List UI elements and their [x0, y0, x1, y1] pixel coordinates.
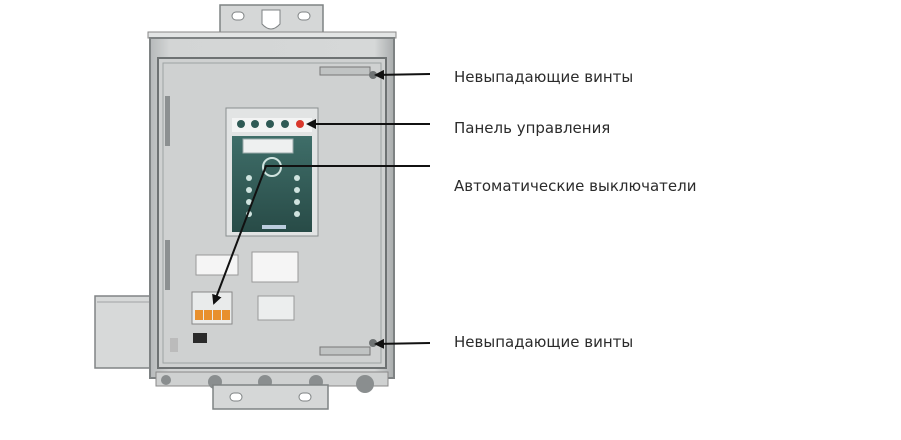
- control-panel: [225, 107, 319, 237]
- arrow-captive-screws-top: [374, 69, 431, 80]
- arrow-captive-screws-bottom: [374, 338, 431, 349]
- bottom-glands: [155, 371, 389, 410]
- nameplates: [195, 251, 299, 321]
- label-circuit-breakers: Автоматические выключатели: [454, 177, 697, 195]
- label-control-panel: Панель управления: [454, 119, 611, 137]
- label-captive-screws-bottom: Невыпадающие винты: [454, 333, 634, 351]
- circuit-breakers: [170, 291, 233, 352]
- alarm-indicator-icon: [296, 120, 304, 128]
- arrow-circuit-breakers: [212, 165, 430, 305]
- label-captive-screws-top: Невыпадающие винты: [454, 68, 634, 86]
